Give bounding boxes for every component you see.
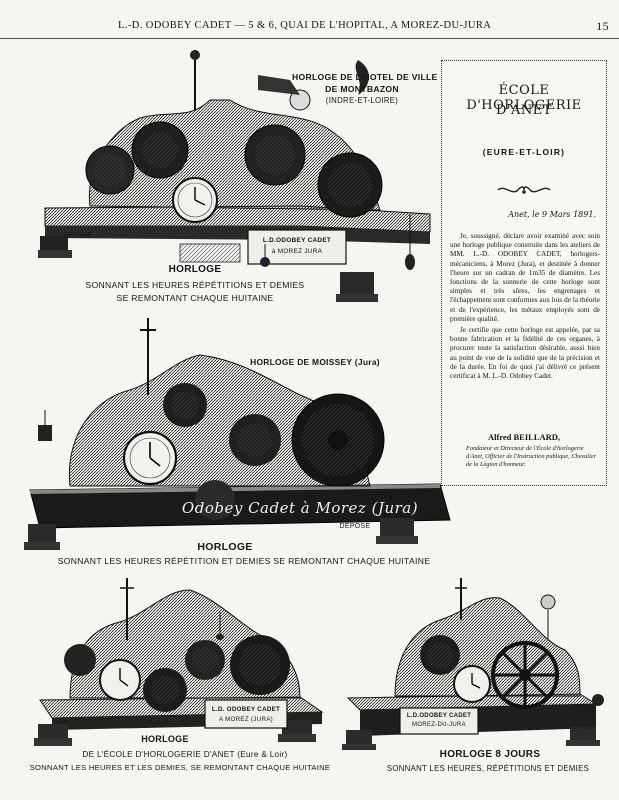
clock4-caption-line2: SONNANT LES HEURES, RÉPÉTITIONS ET DEMIE…	[386, 764, 590, 773]
page-number: 15	[596, 19, 609, 33]
clock2-caption-line2: SONNANT LES HEURES RÉPÉTITION ET DEMIES …	[57, 556, 431, 566]
clock4-illustration	[342, 578, 604, 750]
clock1-title-line1: HORLOGE DE L'HOTEL DE VILLE	[292, 72, 438, 82]
running-head-text: L.-D. ODOBEY CADET — 5 & 6, QUAI DE L'HO…	[118, 20, 492, 31]
clock4-maker-plate-line2: MOREZ-DU-JURA	[412, 722, 466, 728]
testimonial-paragraph1: Je, soussigné, déclare avoir examiné ave…	[450, 232, 600, 323]
clock1-illustration	[38, 50, 431, 302]
testimonial-paragraph2: Je certifie que cette horloge est appelé…	[450, 326, 600, 381]
running-header: L.-D. ODOBEY CADET — 5 & 6, QUAI DE L'HO…	[0, 16, 619, 36]
testimonial-title-line1: ÉCOLE D'HORLOGERIE	[466, 83, 582, 113]
clock2-base-inscription: Odobey Cadet à Morez (Jura)	[181, 499, 419, 517]
clock3-caption-line3: SONNANT LES HEURES ET LES DEMIES, SE REM…	[29, 763, 331, 772]
clock3-maker-plate-line1: L.D. ODOBEY CADET	[211, 706, 281, 713]
testimonial-signature-name: Alfred BEILLARD,	[487, 432, 561, 442]
clock1-maker-plate-line1: L.D.ODOBEY CADET	[262, 237, 332, 244]
testimonial-dateline: Anet, le 9 Mars 1891.	[508, 210, 596, 219]
clock1-caption-line3: SE REMONTANT CHAQUE HUITAINE	[116, 293, 274, 303]
header-rule	[0, 38, 619, 39]
clock4-caption-title: HORLOGE 8 JOURS	[439, 749, 541, 760]
testimonial-subtitle: (EURE-ET-LOIR)	[482, 147, 566, 157]
clock1-caption-title: HORLOGE	[168, 264, 222, 275]
clock1-title-line2: DE MONTBAZON	[325, 84, 399, 94]
clock3-caption-title: HORLOGE	[141, 734, 189, 744]
clock1-title-line3: (INDRE-ET-LOIRE)	[325, 96, 399, 105]
testimonial-body: Je, soussigné, déclare avoir examiné ave…	[450, 232, 600, 383]
clock1-maker-plate-line2: à MOREZ JURA	[271, 248, 323, 255]
clock2-depose-mark: DÉPOSÉ	[339, 523, 371, 530]
clock1-depose-mark: DÉPOSÉ	[63, 232, 93, 239]
testimonial-box: ÉCOLE D'HORLOGERIE D'ANET (EURE-ET-LOIR)…	[441, 60, 607, 486]
clock2-title: HORLOGE DE MOISSEY (Jura)	[250, 357, 380, 367]
clock4-depose-mark: DÉPOSÉ	[566, 724, 596, 731]
clock3-illustration	[34, 578, 324, 746]
testimonial-title-line2: D'ANET	[496, 103, 552, 118]
clock4-maker-plate-line1: L.D.ODOBEY CADET	[406, 713, 472, 719]
fleuron-ornament-icon	[497, 186, 551, 194]
testimonial-signature-title: Fondateur et Directeur de l'École d'horl…	[466, 445, 597, 468]
clock1-caption-line2: SONNANT LES HEURES RÉPÉTITIONS ET DEMIES	[85, 280, 305, 290]
clock2-illustration	[24, 318, 451, 550]
clock3-maker-plate-line2: A MOREZ (JURA)	[218, 716, 274, 723]
clock3-caption-line2: DE L'ÉCOLE D'HORLOGERIE D'ANET (Eure & L…	[82, 750, 288, 759]
clock2-caption-title: HORLOGE	[197, 541, 253, 553]
